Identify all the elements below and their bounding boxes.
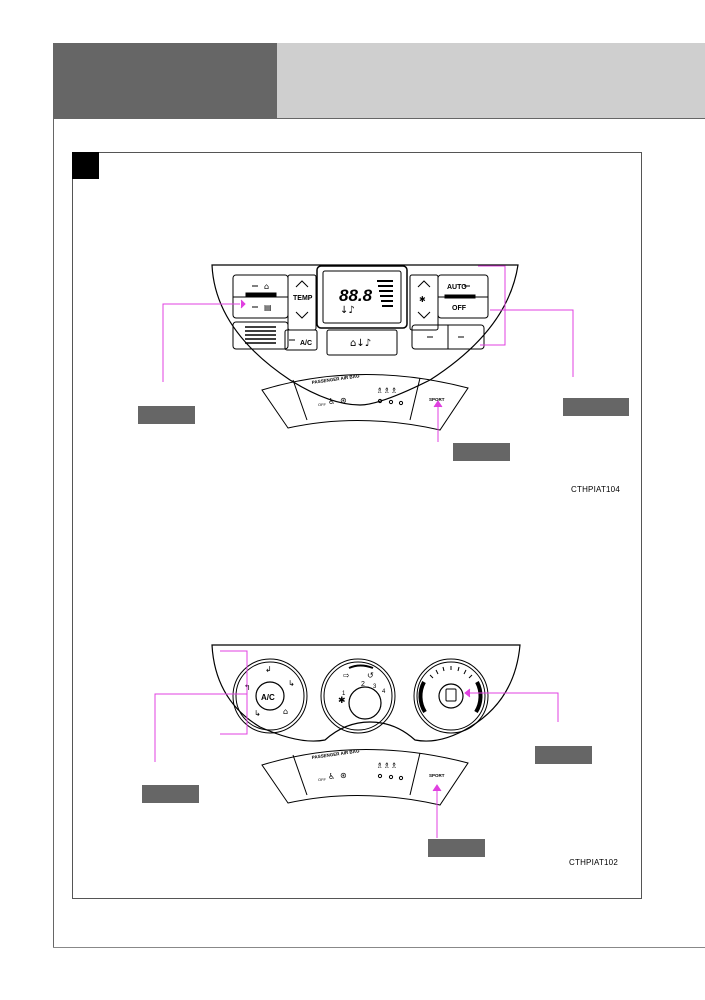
airbag-label: PASSENGER AIR BAG [311, 748, 360, 760]
figure-frame [72, 152, 642, 899]
fan-speed-4: 4 [382, 689, 386, 695]
airbag-strip-2 [261, 748, 469, 806]
callout-label-box [563, 398, 629, 416]
seat-icon: ♿ [328, 772, 335, 781]
rear-defogger-icon: ▤ [264, 303, 272, 312]
display-mode-icon: ↓♪ [340, 305, 355, 316]
auto-button-label: AUTO [447, 284, 467, 291]
sport-label: SPORT [429, 397, 445, 402]
fresh-air-icon: ⇨ [343, 671, 350, 680]
temperature-display: 88.8 [339, 286, 373, 305]
bilevel-icon: ↲ [265, 665, 272, 674]
callouts-2 [154, 650, 559, 838]
callout-label-box [142, 785, 199, 803]
figure-code-2: CTHPIAT102 [569, 858, 618, 867]
manual-climate-panel [211, 644, 521, 742]
fan-speed-3: 3 [373, 684, 377, 690]
floor-defog-icon: ↳ [254, 709, 261, 718]
fan-speed-2: 2 [361, 681, 365, 688]
ac-button-label: A/C [300, 340, 312, 347]
left-margin-rule [53, 118, 54, 948]
airbag-label: PASSENGER AIR BAG [311, 373, 360, 385]
off-indicator-text: OFF [318, 402, 327, 407]
temperature-ticks [429, 666, 473, 679]
airbag-strip-1 [261, 373, 469, 431]
auto-climate-panel [211, 264, 519, 406]
defroster-icon: ⌂ [283, 707, 288, 716]
bottom-rule [53, 947, 705, 948]
seatbelt-icons: ♗♗♗ [376, 386, 398, 395]
header-title-bar [277, 43, 705, 118]
seatbelt-icons: ♗♗♗ [376, 761, 398, 770]
fan-icon: ✱ [338, 696, 346, 706]
callout-label-box [428, 839, 485, 857]
header-section-tab [53, 43, 277, 118]
callout-label-box [535, 746, 592, 764]
windshield-defroster-icon: ⌂ [264, 282, 269, 291]
ac-button-label: A/C [261, 693, 275, 702]
fan-icon: ✱ [419, 295, 426, 304]
callouts-1 [162, 265, 574, 442]
airbag-icon: ⊛ [340, 396, 347, 405]
callout-label-box [453, 443, 510, 461]
off-button-label: OFF [452, 305, 467, 312]
section-marker [72, 152, 99, 179]
seat-icon: ♿ [328, 397, 335, 406]
figure-code-1: CTHPIAT104 [571, 485, 620, 494]
temp-label: TEMP [293, 295, 313, 302]
callout-label-box [138, 406, 195, 424]
airbag-icon: ⊛ [340, 771, 347, 780]
header-divider [53, 118, 705, 119]
fan-speed-1: 1 [342, 691, 346, 697]
airflow-mode-icon: ⌂↓♪ [350, 338, 371, 349]
recirculation-icon: ↺ [367, 671, 374, 680]
feet-icon: ↳ [288, 679, 295, 688]
sport-label: SPORT [429, 773, 445, 778]
off-indicator-text: OFF [318, 777, 327, 782]
